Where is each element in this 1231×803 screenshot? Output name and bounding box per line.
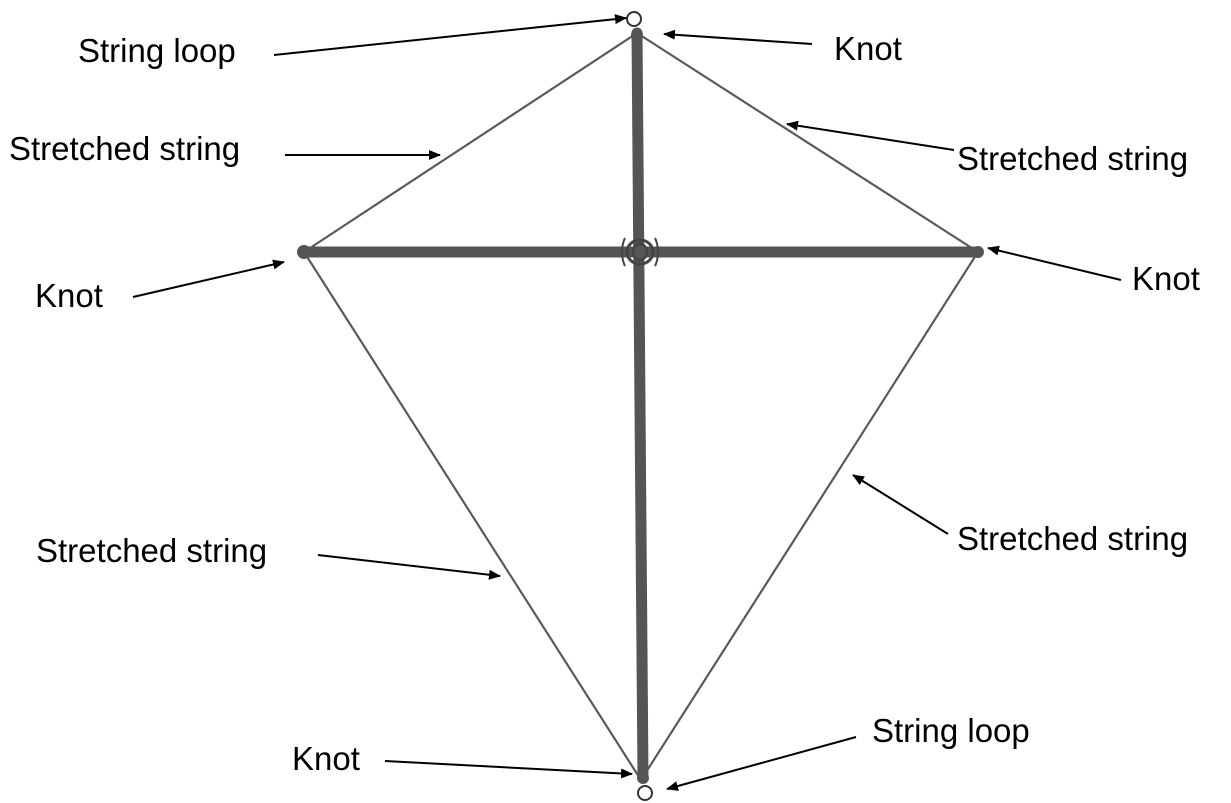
kite-sticks [298,27,984,784]
knot-left [297,245,311,259]
string-top-right [636,32,979,253]
arrow-knot-right [987,245,1122,281]
string-bottom-right [640,251,979,781]
label-string-loop-bottom: String loop [872,712,1030,749]
knot-bottom [637,772,649,784]
label-stretched-string-bottom-left: Stretched string [36,532,267,569]
kite-strings [303,32,979,781]
label-stretched-string-top-right: Stretched string [957,140,1188,177]
label-knot-right: Knot [1132,260,1200,297]
vertical-spine-stick [631,27,649,784]
labels: String loop Knot Stretched string Stretc… [9,30,1200,777]
knots [297,29,984,784]
label-stretched-string-bottom-right: Stretched string [957,520,1188,557]
arrow-string-loop-top [273,14,627,56]
knot-right [972,246,984,258]
knot-top [631,29,643,41]
label-knot-top: Knot [834,30,902,67]
string-bottom-left [303,251,642,781]
string-top-left [303,32,638,253]
arrow-stretched-string-bottom-right [852,474,949,535]
arrow-knot-left [132,259,285,298]
arrow-string-loop-bottom [666,736,857,791]
label-string-loop-top: String loop [78,32,236,69]
string-loop-top [626,11,642,27]
string-loop-bottom [637,785,653,801]
arrow-knot-top [663,29,813,45]
label-knot-bottom: Knot [292,740,360,777]
label-stretched-string-top-left: Stretched string [9,130,240,167]
arrow-knot-bottom [384,760,633,779]
arrow-stretched-string-bottom-left [317,554,501,580]
cross-binding [621,237,659,267]
arrow-stretched-string-top-right [786,120,955,151]
label-knot-left: Knot [35,277,103,314]
annotation-arrows [132,14,1122,791]
